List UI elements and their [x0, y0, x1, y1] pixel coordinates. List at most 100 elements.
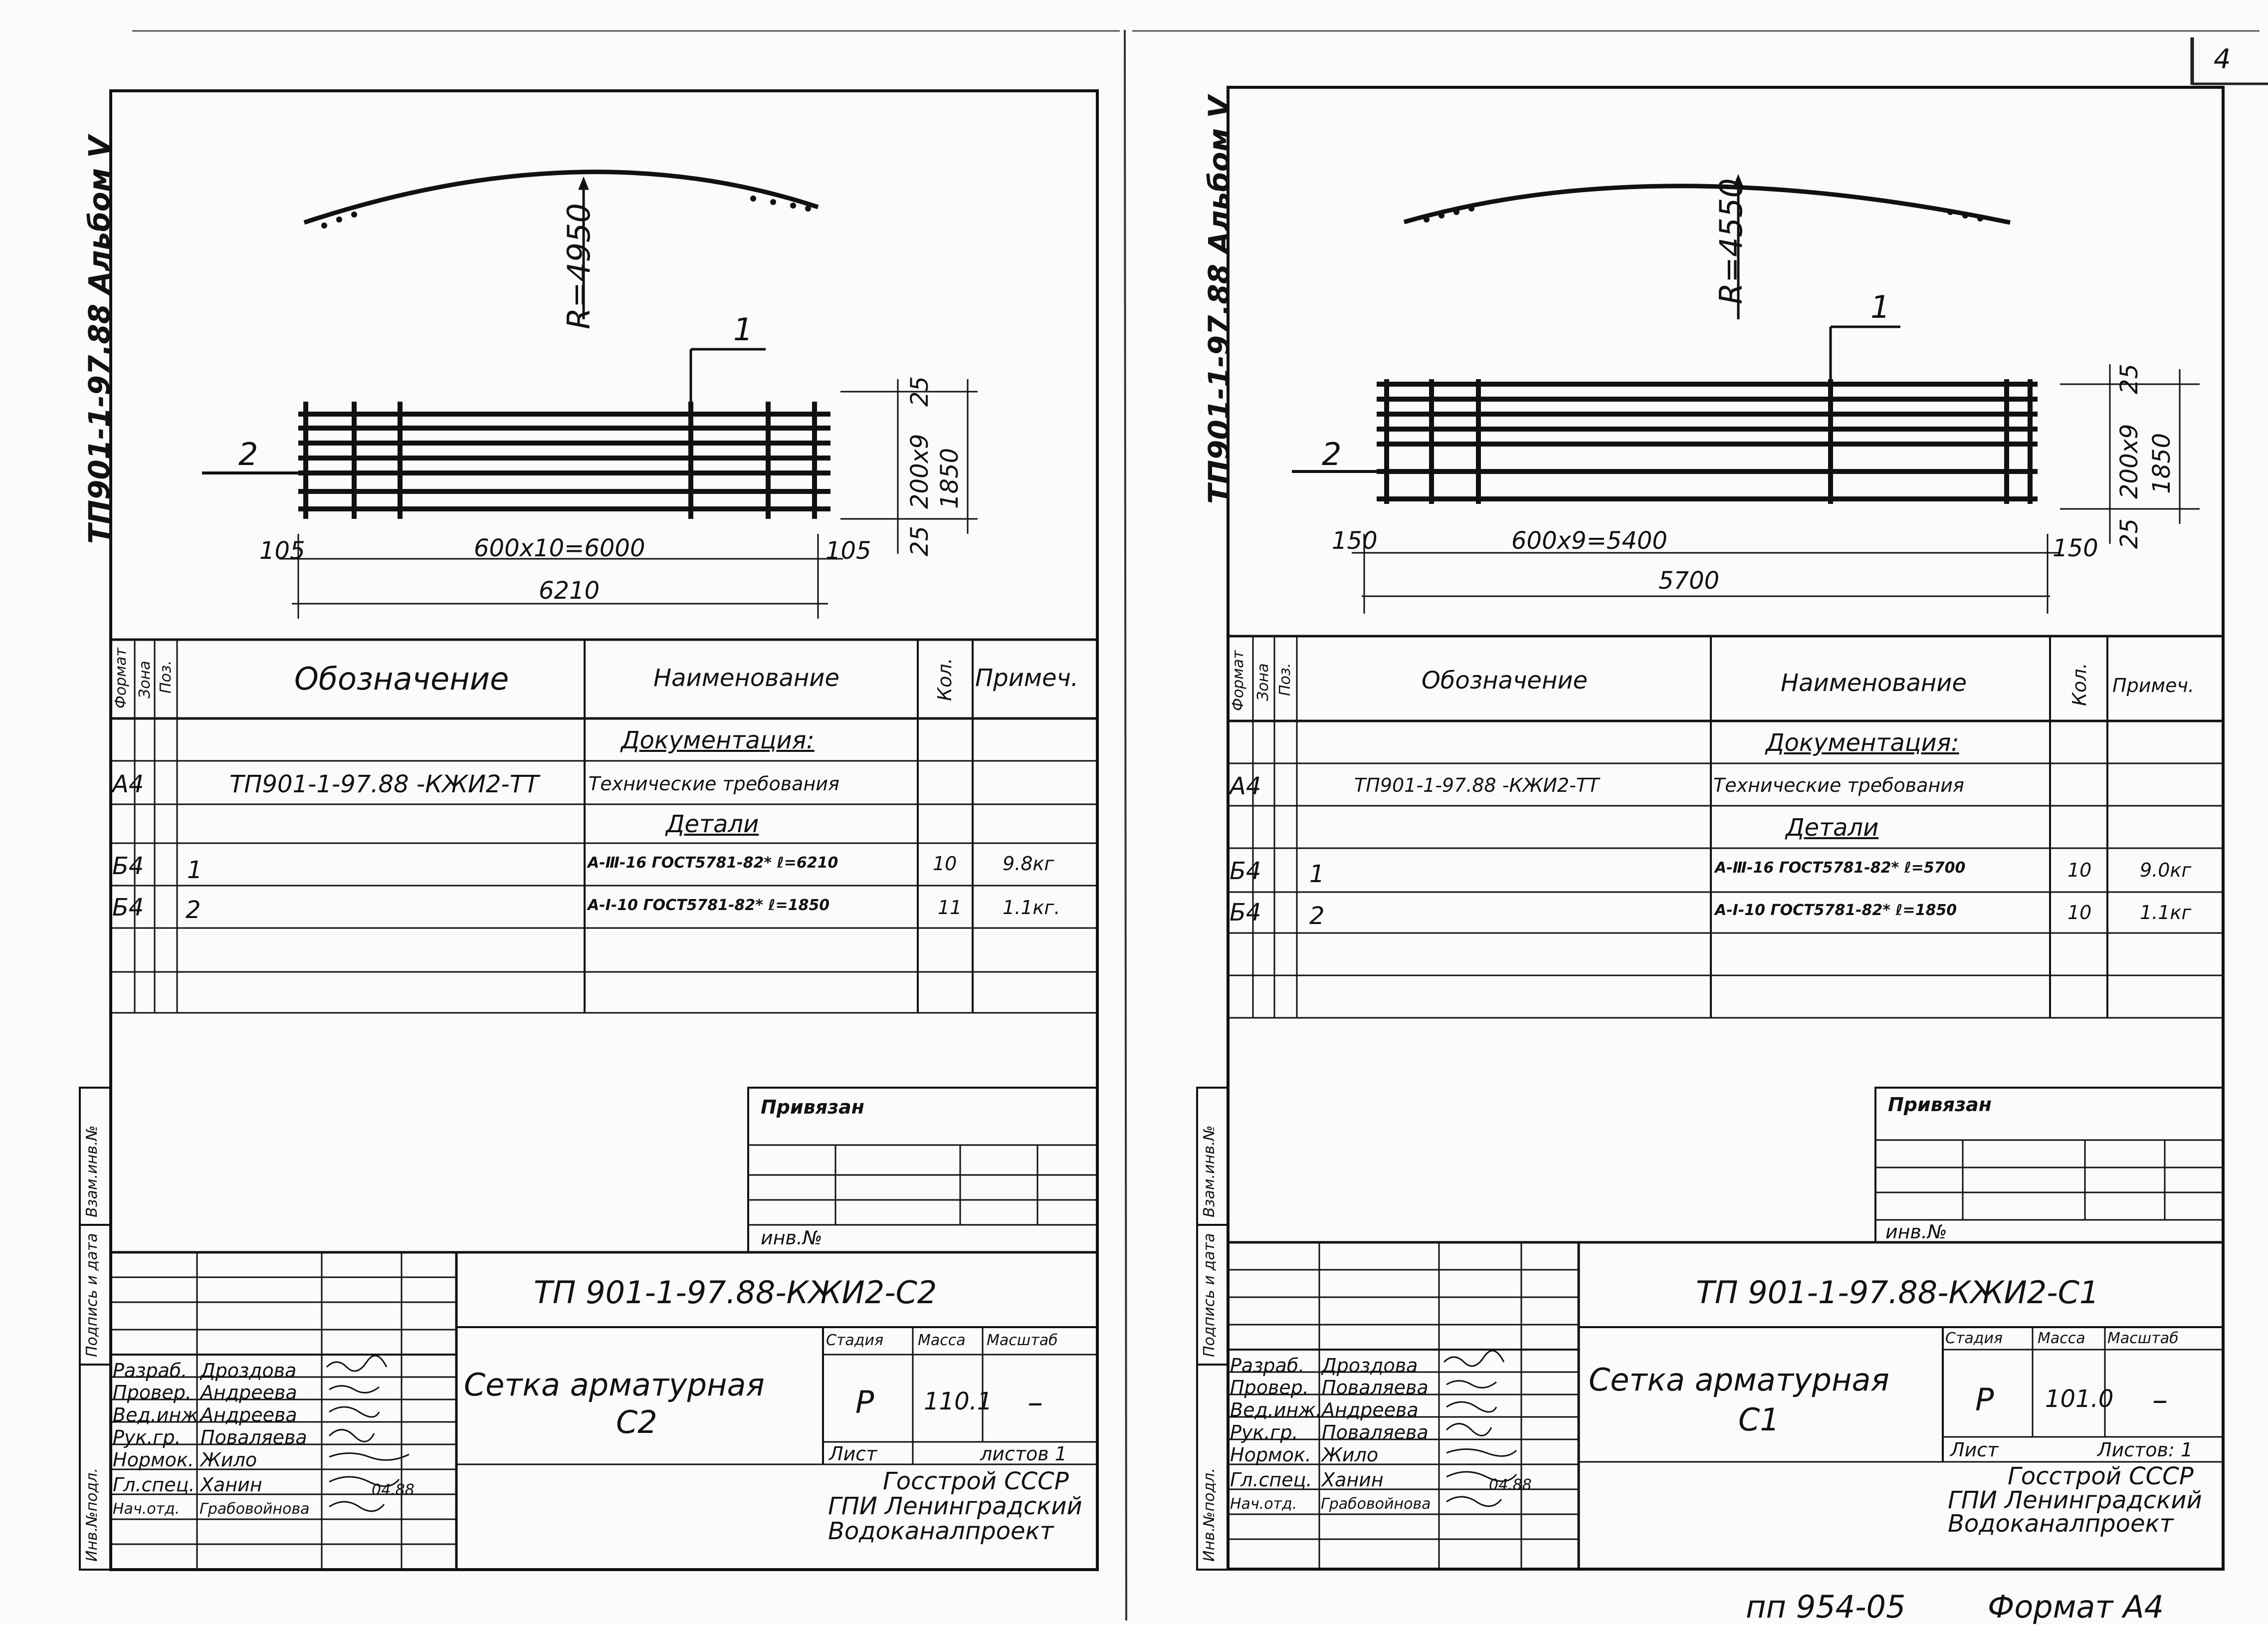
row4-qty: 10	[933, 853, 957, 875]
hdr-zone: Зона	[136, 661, 154, 698]
dim-total: 6210	[539, 577, 600, 605]
hdr-name: Наименование	[653, 664, 840, 692]
album-label: ТП901-1-97.88 Альбом V	[82, 135, 116, 544]
dim-right: 150	[2053, 534, 2098, 562]
title-line2: С1	[1738, 1401, 1780, 1438]
org-line2: ГПИ Ленинградский	[1948, 1486, 2202, 1514]
row4-name: A-Ⅲ-16 ГОСТ5781-82* ℓ=5700	[1715, 859, 1966, 877]
name-5: Ханин	[1322, 1469, 1384, 1491]
sign-date: 04.88	[372, 1481, 414, 1499]
hdr-format: Формат	[1230, 650, 1247, 711]
mass-value: 110.1	[924, 1388, 993, 1415]
row4-pos: 1	[1309, 860, 1325, 888]
row-doc-heading: Документация:	[621, 726, 815, 754]
name-4: Жило	[201, 1449, 257, 1471]
dim-span: 600x9=5400	[1511, 527, 1667, 555]
dim-top: 25	[2115, 363, 2143, 394]
scale-label: Масштаб	[2107, 1330, 2179, 1347]
name-0: Дроздова	[1322, 1355, 1418, 1377]
radius-label: R=4950	[561, 203, 597, 329]
sheets-count: листов 1	[980, 1443, 1067, 1465]
org-line1: Госстрой СССР	[883, 1467, 1069, 1495]
side-label-vzam: Взам.инв.№	[83, 1125, 101, 1217]
name-0: Дроздова	[201, 1360, 297, 1382]
row4-qty: 10	[2067, 859, 2092, 881]
role-5: Гл.спец.	[1230, 1469, 1312, 1491]
mass-value: 101.0	[2045, 1385, 2114, 1413]
hdr-qty: Кол.	[2068, 663, 2090, 706]
hdr-note: Примеч.	[2112, 675, 2194, 696]
dim-total: 5700	[1658, 567, 1720, 595]
callout-1: 1	[733, 311, 753, 348]
row4-format: Б4	[112, 852, 144, 880]
hdr-zone: Зона	[1254, 663, 1272, 701]
sheet-right: ТП901-1-97.88 Альбом V R=4550 1 2 25 200…	[1132, 0, 2268, 1621]
side-label-inv: Инв.№подл.	[1201, 1468, 1218, 1562]
role-2: Вед.инж.	[113, 1404, 205, 1426]
role-1: Провер.	[1230, 1377, 1309, 1398]
role-3: Рук.гр.	[113, 1426, 181, 1448]
row5-qty: 11	[938, 897, 962, 919]
role-6: Нач.отд.	[113, 1500, 180, 1518]
bottom-code: пп 954-05	[1746, 1589, 1906, 1625]
role-5: Гл.спец.	[113, 1474, 195, 1496]
mass-label: Масса	[2038, 1330, 2085, 1347]
side-label-vzam: Взам.инв.№	[1201, 1125, 1218, 1217]
radius-label: R=4550	[1713, 178, 1749, 304]
drawing-right	[1196, 86, 2225, 1571]
row5-name: A-Ⅰ-10 ГОСТ5781-82* ℓ=1850	[1715, 902, 1957, 919]
org-line1: Госстрой СССР	[2008, 1462, 2194, 1490]
row2-designation: ТП901-1-97.88 -КЖИ2-ТТ	[1354, 774, 1600, 796]
role-2: Вед.инж.	[1230, 1399, 1322, 1421]
org-line2: ГПИ Ленинградский	[828, 1492, 1082, 1520]
dim-left: 105	[259, 537, 305, 565]
hdr-pos: Поз.	[1276, 663, 1294, 696]
row5-pos: 2	[1309, 902, 1325, 930]
org-line3: Водоканалпроект	[1948, 1510, 2174, 1538]
stage-value: Р	[855, 1384, 874, 1420]
role-6: Нач.отд.	[1230, 1495, 1297, 1513]
sheet-label: Лист	[829, 1443, 877, 1465]
drawing-left	[79, 89, 1099, 1571]
name-6: Грабовойнова	[200, 1500, 310, 1518]
title-line1: Сетка арматурная	[464, 1367, 765, 1403]
title-line1: Сетка арматурная	[1589, 1362, 1889, 1398]
name-3: Поваляева	[201, 1426, 307, 1448]
dim-height: 1850	[2148, 433, 2176, 494]
dim-left: 150	[1332, 527, 1378, 555]
hdr-designation: Обозначение	[1422, 667, 1588, 695]
row5-qty: 10	[2067, 902, 2092, 924]
hdr-name: Наименование	[1781, 669, 1967, 697]
name-4: Жило	[1322, 1444, 1379, 1466]
sheets-count: Листов: 1	[2097, 1439, 2193, 1461]
hdr-pos: Поз.	[157, 660, 175, 694]
row5-name: A-Ⅰ-10 ГОСТ5781-82* ℓ=1850	[588, 897, 830, 914]
name-1: Андреева	[201, 1382, 297, 1403]
name-6: Грабовойнова	[1321, 1495, 1431, 1513]
sign-date: 04.88	[1489, 1476, 1532, 1494]
row2-format: А4	[1230, 772, 1261, 800]
dim-right: 105	[825, 537, 871, 565]
name-5: Ханин	[201, 1474, 262, 1496]
inv-no-label: инв.№	[1885, 1221, 1947, 1243]
role-0: Разраб.	[1230, 1355, 1305, 1377]
dim-height: 1850	[936, 448, 964, 509]
name-3: Поваляева	[1322, 1421, 1429, 1443]
role-0: Разраб.	[113, 1360, 188, 1382]
side-label-inv: Инв.№подл.	[83, 1468, 101, 1562]
row2-name: Технические требования	[1713, 774, 1964, 796]
role-4: Нормок.	[113, 1449, 194, 1471]
sheet-left: ТП901-1-97.88 Альбом V R=4950 1 2 25 200…	[0, 0, 1127, 1621]
row2-designation: ТП901-1-97.88 -КЖИ2-ТТ	[229, 770, 539, 798]
dim-bottom: 25	[906, 525, 934, 556]
row-details-heading: Детали	[666, 810, 759, 838]
stage-value: Р	[1975, 1382, 1994, 1418]
hdr-qty: Кол.	[934, 658, 956, 701]
privyazan-label: Привязан	[1888, 1094, 1992, 1116]
sheet-label: Лист	[1950, 1439, 1999, 1461]
row5-pos: 2	[186, 896, 201, 924]
row5-note: 1.1кг	[2140, 902, 2192, 924]
scale-label: Масштаб	[987, 1332, 1058, 1349]
inv-no-label: инв.№	[761, 1227, 823, 1249]
row4-name: A-Ⅲ-16 ГОСТ5781-82* ℓ=6210	[588, 854, 838, 872]
